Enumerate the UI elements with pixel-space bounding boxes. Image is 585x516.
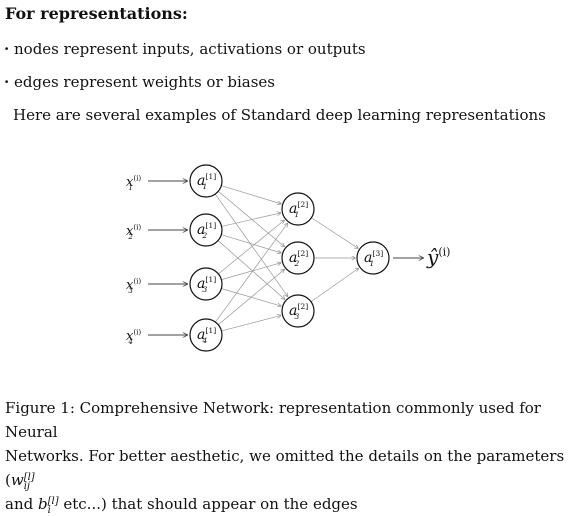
output-yhat-label: ŷ(i) xyxy=(426,245,450,269)
input-x4-label: x(i)4 xyxy=(126,328,141,346)
node-a1-layer2-label: a[2]1 xyxy=(289,200,308,219)
input-x1-label: x(i)1 xyxy=(126,174,141,192)
edge-group xyxy=(148,181,423,335)
intro-paragraph: Here are several examples of Standard de… xyxy=(13,106,546,124)
bullet-text: nodes represent inputs, activations or o… xyxy=(14,40,366,58)
edge-l2n3-l3n1 xyxy=(310,268,358,303)
edge-l1n4-l2n1 xyxy=(215,224,287,323)
node-a2-layer1 xyxy=(189,213,223,247)
param-w-symbol: w[l]ij xyxy=(10,471,35,492)
edge-l1n4-l2n2 xyxy=(218,270,284,325)
caption-line-3: and b[l]i etc...) that should appear on … xyxy=(5,495,358,516)
caption-line-1: Figure 1: Comprehensive Network: represe… xyxy=(5,399,541,441)
node-a1-layer3-label: a[3]1 xyxy=(364,249,383,268)
node-a1-layer1-label: a[1]1 xyxy=(197,172,216,191)
bullet-text: edges represent weights or biases xyxy=(14,73,276,91)
node-a3-layer2-label: a[2]3 xyxy=(289,302,308,321)
label-group: x(i)1 x(i)2 x(i)3 x(i)4 a[1]1 a[1]2 a[1]3 a[1]4… xyxy=(126,172,450,346)
section-heading: For representations: xyxy=(5,4,188,23)
node-group xyxy=(189,164,390,352)
network-diagram: x(i)1 x(i)2 x(i)3 x(i)4 a[1]1 a[1]2 a[1]3 a[1]4… xyxy=(126,164,450,352)
edge-l1n3-l2n2 xyxy=(221,263,280,280)
bullet-dot-icon: · xyxy=(4,40,10,58)
edge-l1n2-l2n1 xyxy=(221,213,281,227)
node-a1-layer2 xyxy=(281,192,315,226)
node-a2-layer1-label: a[1]2 xyxy=(197,221,216,240)
edge-l1n1-l2n1 xyxy=(221,185,280,204)
edge-l1n2-l2n2 xyxy=(221,234,280,253)
node-a1-layer1 xyxy=(189,164,223,198)
node-a4-layer1-label: a[1]4 xyxy=(197,326,216,345)
edge-l1n3-l2n1 xyxy=(218,220,284,275)
edge-l1n2-l2n3 xyxy=(217,240,284,300)
node-a4-layer1 xyxy=(189,318,223,352)
bullet-item-edges: ·edges represent weights or biases xyxy=(4,73,275,91)
edge-l1n1-l2n3 xyxy=(214,193,287,296)
figure-caption: Figure 1: Comprehensive Network: represe… xyxy=(5,396,579,516)
edge-l2n1-l3n1 xyxy=(311,217,358,248)
edge-l1n1-l2n2 xyxy=(218,191,284,246)
bullet-item-nodes: ·nodes represent inputs, activations or … xyxy=(4,40,366,58)
caption-line-2-text: Networks. For better aesthetic, we omitt… xyxy=(5,447,565,489)
edge-l1n4-l2n3 xyxy=(221,316,280,332)
node-a2-layer2 xyxy=(281,241,315,275)
input-x2-label: x(i)2 xyxy=(126,223,141,241)
param-b-symbol: b[l]i xyxy=(37,495,59,516)
node-a2-layer2-label: a[2]2 xyxy=(289,249,308,268)
node-a3-layer1 xyxy=(189,267,223,301)
input-x3-label: x(i)3 xyxy=(126,277,141,295)
node-a1-layer3 xyxy=(356,241,390,275)
node-a3-layer2 xyxy=(281,294,315,328)
node-a3-layer1-label: a[1]3 xyxy=(197,275,216,294)
bullet-dot-icon: · xyxy=(4,73,10,91)
